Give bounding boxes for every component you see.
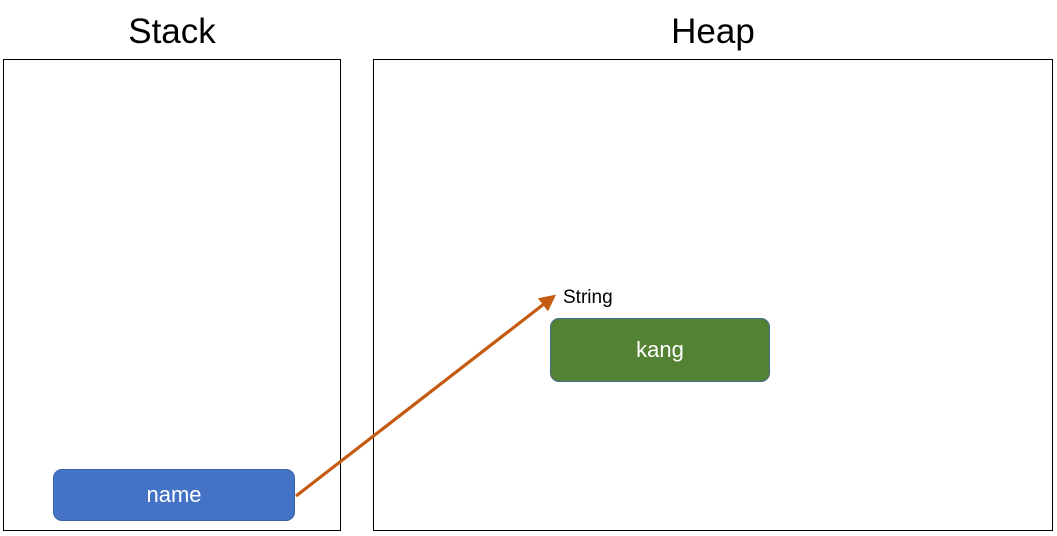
stack-region — [3, 59, 341, 531]
heap-region — [373, 59, 1053, 531]
stack-title: Stack — [128, 12, 216, 51]
heap-object-type-label: String — [563, 287, 613, 308]
heap-object-box: kang — [550, 318, 770, 382]
heap-object-value-label: kang — [636, 337, 684, 362]
heap-title: Heap — [671, 12, 755, 51]
stack-variable-label: name — [146, 482, 202, 507]
stack-variable-box: name — [53, 469, 295, 521]
